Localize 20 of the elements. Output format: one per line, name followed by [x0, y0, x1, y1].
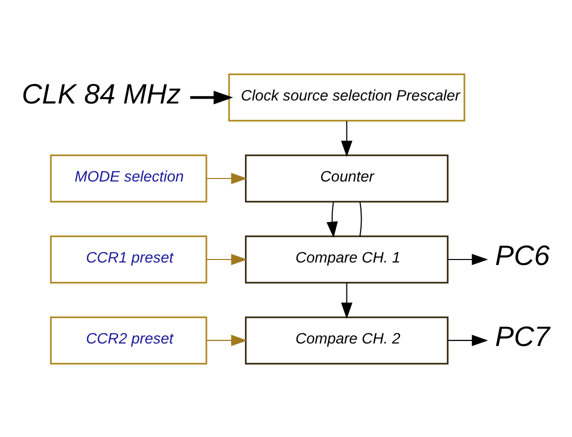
arrow	[206, 172, 248, 184]
arrow	[341, 282, 352, 318]
arrow	[326, 201, 338, 238]
node-box: CCR1 preset	[50, 234, 208, 284]
node-text: PC6	[495, 240, 550, 271]
arrow	[190, 90, 234, 104]
node-box: MODE selection	[50, 154, 208, 202]
node-text: PC7	[495, 320, 550, 352]
arrow	[341, 120, 352, 156]
node-box: Compare CH. 2	[244, 316, 448, 364]
node-box: Counter	[244, 154, 448, 202]
node-box: Compare CH. 1	[244, 234, 448, 284]
node-text: CLK 84 MHz	[22, 78, 181, 109]
arrow	[206, 334, 248, 346]
node-box: CCR2 preset	[50, 316, 208, 364]
node-box: Clock source selection Prescaler	[228, 73, 466, 122]
connector	[359, 201, 362, 236]
arrow	[206, 253, 248, 265]
arrow	[448, 253, 488, 265]
arrow	[448, 334, 488, 346]
